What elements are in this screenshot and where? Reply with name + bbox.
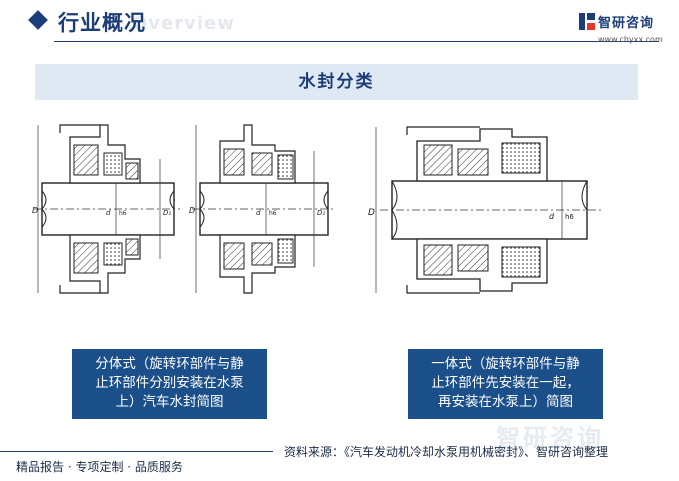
dim-label-D1-2: D₁	[317, 209, 325, 217]
caption-line: 止环部件先安装在一起，	[431, 375, 580, 391]
dim-label-tolerance-2: h6	[269, 210, 277, 217]
split-seal-drawing: D d h6 D₁ D d h6 D₁	[32, 124, 335, 294]
caption-line: 分体式（旋转环部件与静	[95, 356, 244, 372]
section-title: 水封分类	[298, 72, 375, 92]
caption-line: 上）汽车水封简图	[115, 394, 224, 410]
dim-label-d: d	[106, 209, 111, 217]
header-divider	[54, 41, 659, 42]
split-seal-diagram: D d h6 D₁ D d h6 D₁	[30, 115, 340, 325]
dim-label-D: D	[32, 206, 38, 215]
footer-slogan: 精品报告 · 专项定制 · 品质服务	[16, 460, 183, 474]
dim-label-D-2: D	[189, 206, 195, 215]
brand-logo-icon	[579, 13, 595, 30]
page-title: 行业概况	[58, 11, 146, 35]
footer-divider	[0, 451, 273, 452]
diamond-icon	[28, 10, 48, 30]
dim-label-D-3: D	[368, 208, 375, 218]
dim-label-tolerance-3: h6	[565, 213, 574, 221]
header-watermark: Overview	[132, 13, 235, 34]
caption-line: 一体式（旋转环部件与静	[431, 356, 580, 372]
section-title-band: 水封分类	[35, 64, 638, 100]
dim-label-tolerance: h6	[119, 210, 127, 217]
caption-line: 再安装在水泵上）简图	[438, 394, 573, 410]
split-seal-unit-2: D d h6 D₁	[189, 124, 335, 294]
caption-line: 止环部件分别安装在水泵	[95, 375, 244, 391]
split-seal-unit-1: D d h6 D₁	[32, 124, 180, 294]
source-note: 资料来源：《汽车发动机冷却水泵用机械密封》、智研咨询整理	[284, 445, 609, 459]
dim-label-d-3: d	[549, 212, 555, 221]
integrated-seal-diagram: D d h6	[362, 115, 612, 325]
brand-name: 智研咨询	[598, 16, 655, 31]
brand-watermark: 智研咨询	[496, 424, 604, 452]
page-header: Overview 行业概况 智研咨询 www.chyxx.com	[0, 0, 679, 46]
integrated-seal-caption: 一体式（旋转环部件与静 止环部件先安装在一起， 再安装在水泵上）简图	[408, 349, 603, 419]
brand-url: www.chyxx.com	[598, 35, 663, 44]
split-seal-caption: 分体式（旋转环部件与静 止环部件分别安装在水泵 上）汽车水封简图	[72, 349, 267, 419]
dim-label-d-2: d	[256, 209, 261, 217]
dim-label-D1: D₁	[163, 209, 171, 217]
integrated-seal-drawing: D d h6	[368, 126, 602, 294]
